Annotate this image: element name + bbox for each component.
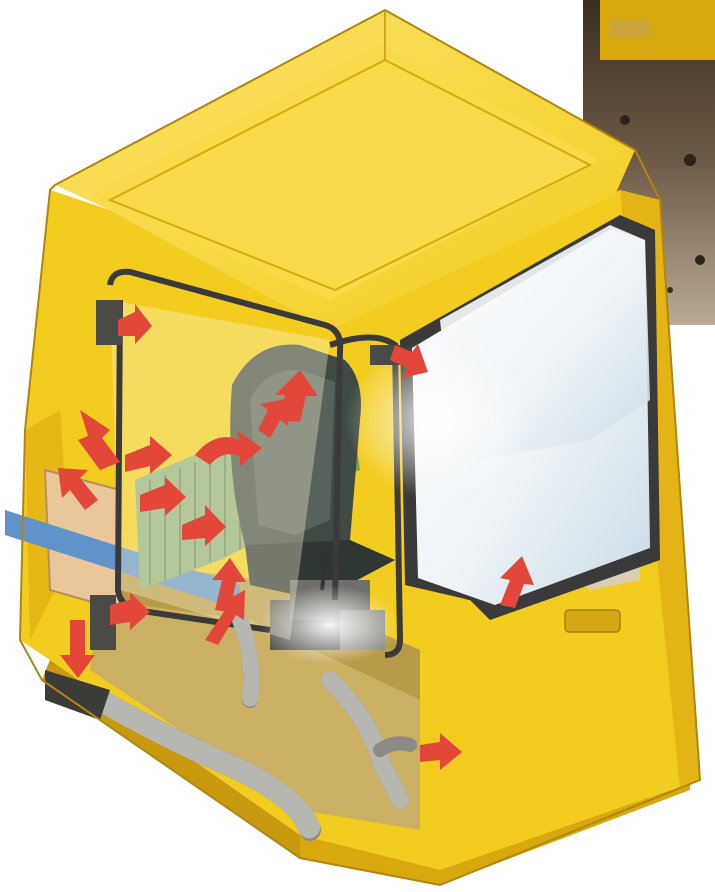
cab-cutaway-svg	[0, 0, 715, 892]
cab-cutaway-illustration	[0, 0, 715, 892]
